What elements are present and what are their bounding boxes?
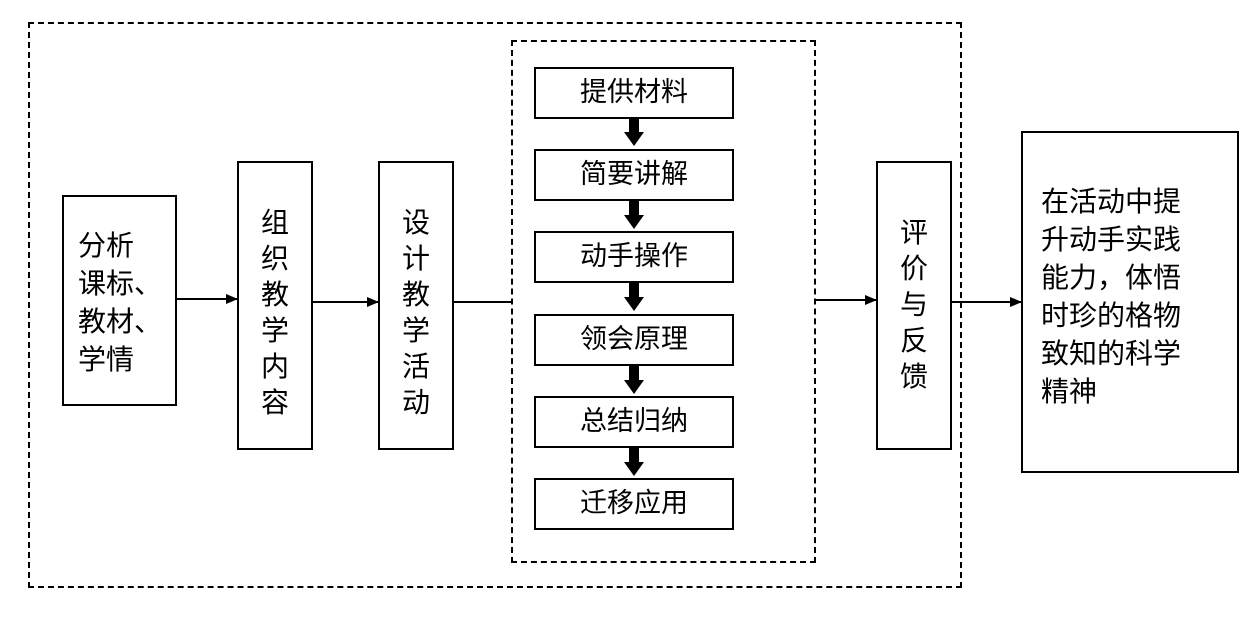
evaluate-char: 与 [899, 288, 928, 321]
organize-char: 容 [260, 386, 289, 419]
evaluate-char: 评 [899, 216, 928, 249]
outcome-line: 精神 [1041, 375, 1098, 408]
outcome-line: 致知的科学 [1041, 337, 1182, 370]
outcome-line: 在活动中提 [1041, 185, 1182, 218]
organize-char: 织 [260, 242, 289, 275]
organize-content-box: 组 织 教 学 内 容 [237, 161, 313, 450]
analyze-line: 课标、 [78, 267, 163, 300]
evaluate-char: 馈 [899, 360, 928, 393]
analyze-line: 分析 [78, 229, 135, 262]
analyze-box: 分析 课标、 教材、 学情 [62, 195, 177, 406]
design-activity-box: 设 计 教 学 活 动 [378, 161, 454, 450]
evaluate-char: 反 [899, 324, 928, 357]
outer-dashed-group [28, 22, 962, 588]
organize-char: 学 [260, 314, 289, 347]
step-box: 提供材料 [534, 67, 734, 119]
down-arrow-3 [624, 283, 644, 311]
down-arrow-2 [624, 201, 644, 229]
organize-char: 内 [260, 350, 289, 383]
design-char: 活 [401, 350, 430, 383]
down-arrow-5 [624, 448, 644, 476]
outcome-line: 能力，体悟 [1041, 261, 1182, 294]
design-char: 学 [401, 314, 430, 347]
evaluate-feedback-box: 评 价 与 反 馈 [876, 161, 952, 450]
analyze-line: 学情 [78, 343, 135, 376]
step-box: 简要讲解 [534, 149, 734, 201]
step-box: 迁移应用 [534, 478, 734, 530]
outcome-box: 在活动中提 升动手实践 能力，体悟 时珍的格物 致知的科学 精神 [1021, 131, 1239, 473]
design-char: 计 [401, 242, 430, 275]
activity-steps-group [511, 40, 816, 563]
organize-char: 教 [260, 278, 289, 311]
organize-char: 组 [260, 206, 289, 239]
design-char: 教 [401, 278, 430, 311]
outcome-line: 时珍的格物 [1041, 299, 1182, 332]
down-arrow-1 [624, 118, 644, 146]
evaluate-char: 价 [899, 252, 928, 285]
step-box: 动手操作 [534, 231, 734, 283]
analyze-line: 教材、 [78, 305, 163, 338]
outcome-line: 升动手实践 [1041, 223, 1182, 256]
design-char: 动 [401, 386, 430, 419]
down-arrow-4 [624, 366, 644, 394]
step-box: 总结归纳 [534, 396, 734, 448]
design-char: 设 [401, 206, 430, 239]
step-box: 领会原理 [534, 314, 734, 366]
